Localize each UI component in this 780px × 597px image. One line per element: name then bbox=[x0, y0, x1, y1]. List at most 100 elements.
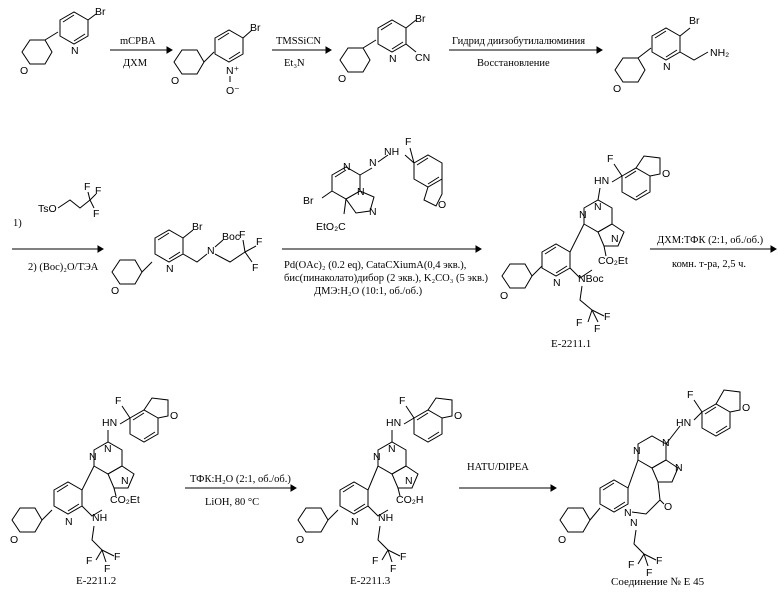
atom-F: F bbox=[84, 181, 90, 193]
arrow-step2: TMSSiCN Et₃N bbox=[272, 36, 331, 69]
arrow-step3: Гидрид диизобутилалюминия Восстановление bbox=[449, 36, 602, 69]
group-Boc: Boc bbox=[222, 231, 240, 243]
atom-N: N bbox=[405, 475, 413, 487]
atom-O: O bbox=[171, 75, 179, 87]
atom-O: O bbox=[742, 402, 750, 414]
arrow-step1: mCPBA ДХМ bbox=[110, 36, 172, 69]
group-HN: HN bbox=[676, 417, 691, 429]
compound-e45: O N N N N O N F F F HN F O Соединение № … bbox=[558, 389, 750, 588]
atom-N: N bbox=[369, 206, 377, 218]
group-NH: NH bbox=[384, 146, 399, 158]
reagent-dibal: Гидрид диизобутилалюминия bbox=[452, 36, 585, 47]
group-NH: NH bbox=[378, 512, 393, 524]
atom-F: F bbox=[594, 323, 600, 335]
atom-N: N bbox=[121, 475, 129, 487]
atom-N: N bbox=[662, 437, 670, 449]
atom-F: F bbox=[687, 389, 693, 401]
compound-boc-amine: O N Br N Boc F F F bbox=[111, 221, 262, 297]
atom-F: F bbox=[252, 262, 258, 274]
atom-N: N bbox=[373, 451, 381, 463]
atom-F: F bbox=[399, 395, 405, 407]
atom-Br: Br bbox=[95, 6, 106, 18]
atom-O-minus: O⁻ bbox=[226, 85, 240, 97]
reagent-mcpba: mCPBA bbox=[120, 36, 156, 47]
group-NBoc: NBoc bbox=[578, 273, 604, 285]
group-CN: CN bbox=[415, 52, 430, 64]
atom-F: F bbox=[372, 555, 378, 567]
atom-Br: Br bbox=[250, 22, 261, 34]
reagent-dcm-tfa: ДХМ:ТФК (2:1, об./об.) bbox=[657, 235, 764, 246]
atom-F: F bbox=[114, 551, 120, 563]
atom-O: O bbox=[454, 410, 462, 422]
atom-O: O bbox=[558, 534, 566, 546]
compound-start: O N Br bbox=[20, 6, 106, 77]
atom-F: F bbox=[93, 208, 99, 220]
atom-F: F bbox=[256, 236, 262, 248]
group-HN: HN bbox=[386, 417, 401, 429]
atom-O: O bbox=[20, 65, 28, 77]
atom-F: F bbox=[239, 229, 245, 241]
atom-F: F bbox=[115, 395, 121, 407]
atom-N: N bbox=[611, 233, 619, 245]
conditions-line1: Pd(OAc)₂ (0.2 eq), CataCXiumA(0,4 экв.), bbox=[284, 260, 466, 271]
label-e2211-2: E-2211.2 bbox=[76, 575, 116, 587]
atom-N-plus: N⁺ bbox=[226, 65, 239, 77]
atom-N: N bbox=[388, 443, 396, 455]
atom-F: F bbox=[86, 555, 92, 567]
atom-N: N bbox=[166, 263, 174, 275]
pyridine-ring bbox=[60, 12, 88, 44]
atom-F: F bbox=[390, 563, 396, 575]
label-compound-e45: Соединение № E 45 bbox=[611, 576, 705, 588]
atom-N: N bbox=[389, 53, 397, 65]
compound-amine: O N Br NH₂ bbox=[613, 15, 729, 95]
label-e2211-1: E-2211.1 bbox=[551, 338, 591, 350]
reagent-tmscn: TMSSiCN bbox=[276, 36, 321, 47]
reagent-tfa-water: ТФК:H₂O (2:1, об./об.) bbox=[190, 474, 291, 485]
atom-O: O bbox=[500, 290, 508, 302]
atom-O: O bbox=[438, 199, 446, 211]
reagent-hatu-dipea: HATU/DIPEA bbox=[467, 462, 529, 473]
compound-n-oxide: O Br N⁺ O⁻ bbox=[171, 22, 261, 97]
compound-e2211-3: O N N N N HN F O CO₂H NH F F F E-2211.3 bbox=[296, 395, 462, 587]
atom-F: F bbox=[656, 555, 662, 567]
atom-Br: Br bbox=[415, 13, 426, 25]
atom-N: N bbox=[351, 516, 359, 528]
group-CO2Et: CO₂Et bbox=[110, 494, 140, 506]
atom-O: O bbox=[338, 73, 346, 85]
atom-N-amide: N bbox=[630, 517, 638, 529]
atom-F: F bbox=[400, 551, 406, 563]
oxane-ring bbox=[22, 40, 52, 64]
group-CO2H: CO₂H bbox=[396, 494, 423, 506]
arrow-step4: 1) TsO F F F 2) (Boc)₂O/ТЭА bbox=[12, 181, 103, 273]
atom-O: O bbox=[613, 83, 621, 95]
step-reduction: Восстановление bbox=[477, 58, 550, 69]
atom-N: N bbox=[104, 443, 112, 455]
atom-F: F bbox=[604, 311, 610, 323]
reagent-boc2o-tea: 2) (Boc)₂O/ТЭА bbox=[28, 262, 99, 273]
label-e2211-3: E-2211.3 bbox=[350, 575, 391, 587]
reagent-tso: TsO bbox=[38, 203, 57, 215]
atom-F: F bbox=[405, 136, 411, 148]
arrow-step5: Pd(OAc)₂ (0.2 eq), CataCXiumA(0,4 экв.),… bbox=[282, 246, 489, 297]
atom-N: N bbox=[89, 451, 97, 463]
conditions-rt: комн. т-ра, 2,5 ч. bbox=[672, 259, 746, 270]
atom-N: N bbox=[207, 245, 215, 257]
atom-N: N bbox=[369, 157, 377, 169]
conditions-line2: бис(пинаколато)дибор (2 экв.), K₂CO₃ (5 … bbox=[284, 273, 489, 284]
atom-N: N bbox=[553, 277, 561, 289]
group-NH: NH bbox=[92, 512, 107, 524]
reagent-et3n: Et₃N bbox=[284, 58, 305, 69]
compound-e2211-2: O N N N N HN F O CO₂Et NH F F F E-2211.2 bbox=[10, 395, 178, 587]
atom-N: N bbox=[594, 201, 602, 213]
atom-Br: Br bbox=[689, 15, 700, 27]
atom-N: N bbox=[633, 445, 641, 457]
group-HN: HN bbox=[102, 417, 117, 429]
arrow-step7: ТФК:H₂O (2:1, об./об.) LiOH, 80 °C bbox=[185, 474, 296, 508]
atom-Br: Br bbox=[303, 195, 314, 207]
atom-N: N bbox=[663, 61, 671, 73]
atom-N: N bbox=[65, 516, 73, 528]
atom-N: N bbox=[71, 45, 79, 57]
atom-O: O bbox=[111, 285, 119, 297]
atom-F: F bbox=[576, 317, 582, 329]
